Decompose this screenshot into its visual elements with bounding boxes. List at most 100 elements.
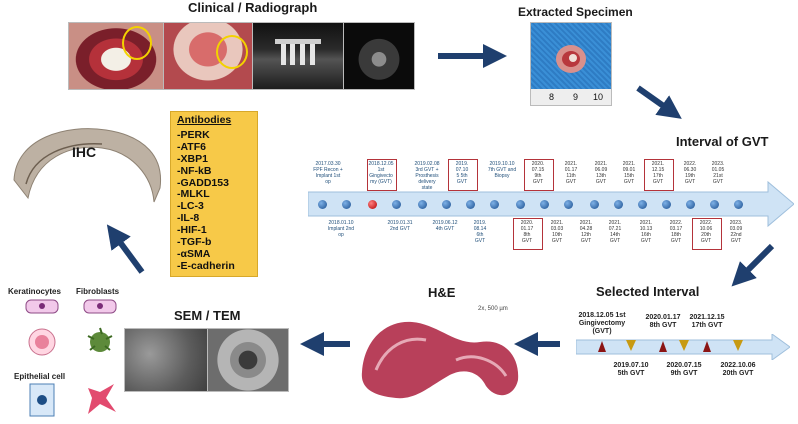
timeline-marker [662,200,671,209]
sem-image [124,328,208,392]
timeline-bottom-event-label: 2023. 03.09 22nd GVT [729,220,743,244]
timeline-marker [318,200,327,209]
timeline-top-event-label: 2019.10.10 7th GVT and Biopsy [487,161,517,179]
antibody-item: -αSMA [177,247,211,260]
clinical-radiograph-title: Clinical / Radiograph [188,0,318,15]
timeline-top-event-label: 2021. 01.17 11th GVT [564,161,578,185]
antibodies-heading: Antibodies [177,114,232,126]
tem-image [207,328,289,392]
timeline-marker [368,200,377,209]
fibroblast-spiky-cell-icon [87,327,113,352]
he-tissue-image [361,321,519,399]
fibroblasts-label: Fibroblasts [76,287,120,296]
timeline-top-event-highlight-box [367,159,397,191]
timeline-marker [614,200,623,209]
antibody-item: -ATF6 [177,140,206,153]
fibroblast-cell-icon [83,299,117,314]
timeline-top-event-label: 2021. 06.09 13th GVT [594,161,608,185]
timeline-bottom-event-highlight-box [513,218,543,250]
gvt-timeline-arrow [308,180,794,228]
antibody-item: -TGF-b [177,236,212,249]
selected-bottom-marker [679,340,689,351]
timeline-top-event-highlight-box [644,159,674,191]
lesion-circle-palate [216,35,248,69]
selected-bottom-marker [733,340,743,351]
epithelial-cell-icon [29,383,55,417]
timeline-marker [418,200,427,209]
ihc-title: IHC [72,144,97,160]
ihc-tissue-image [13,128,162,203]
timeline-bottom-event-label: 2019.06.12 4th GVT [432,220,458,232]
timeline-bottom-event-label: 2020. 01.17 8th GVT [520,220,534,244]
antibody-item: -IL-8 [177,212,200,225]
timeline-marker [466,200,475,209]
timeline-marker [686,200,695,209]
timeline-marker [590,200,599,209]
extracted-specimen-title: Extracted Specimen [518,5,633,19]
timeline-marker [442,200,451,209]
timeline-top-event-highlight-box [448,159,478,191]
selected-top-event-label: 2018.12.05 1st Gingivectomy (GVT) [578,312,626,335]
lesion-circle-front [122,26,152,60]
selected-top-marker [598,341,606,352]
timeline-marker [342,200,351,209]
timeline-marker [392,200,401,209]
selected-top-event-label: 2020.01.17 8th GVT [645,314,681,329]
timeline-top-event-label: 2021. 12.15 17th GVT [651,161,665,185]
timeline-bottom-event-highlight-box [692,218,722,250]
timeline-top-event-label: 2018.12.05 1st Gingivecto my (GVT) [368,161,394,185]
timeline-bottom-event-label: 2021. 03.03 10th GVT [550,220,564,244]
timeline-top-event-label: 2020. 07.15 9th GVT [531,161,545,185]
antibody-item: -NF-kB [177,164,212,177]
arrow-semtem-to-ihc [106,224,145,274]
selected-top-event-label: 2021.12.15 17th GVT [689,314,725,329]
timeline-bottom-event-label: 2018.01.10 Implant 2nd op [327,220,355,238]
timeline-marker [734,200,743,209]
timeline-top-event-label: 2019. 07.10 5 5th GVT [455,161,469,185]
arrow-specimen-to-interval [636,85,682,119]
timeline-bottom-event-label: 2022. 03.17 18th GVT [669,220,683,244]
antibody-item: -HIF-1 [177,224,207,237]
selected-bottom-marker [626,340,636,351]
cell-illustrations [25,299,117,417]
timeline-top-event-label: 2022. 06.30 19th GVT [683,161,697,185]
timeline-bottom-event-label: 2019. 08.14 6th GVT [473,220,487,244]
specimen-tissue-graphic [556,45,586,73]
antibody-item: -LC-3 [177,200,204,213]
antibody-item: -PERK [177,128,210,141]
fibroblast-star-cell-icon [88,384,116,414]
ruler-tick-8: 8 [549,92,555,102]
timeline-marker [638,200,647,209]
timeline-top-event-highlight-box [524,159,554,191]
timeline-marker [490,200,499,209]
timeline-marker [710,200,719,209]
timeline-marker [540,200,549,209]
antibodies-panel: Antibodies -PERK -ATF6 -XBP1 -NF-kB -GAD… [170,111,258,277]
selected-bottom-event-label: 2020.07.15 9th GVT [666,362,702,377]
specimen-ruler: 8 9 10 [531,89,611,105]
selected-top-marker [703,341,711,352]
antibody-item: -GADD153 [177,176,229,189]
he-scale-label: 2x, 500 µm [478,306,508,312]
antibody-item: -E-cadherin [177,259,235,272]
antibody-item: -MLKL [177,188,210,201]
timeline-bottom-event-label: 2019.01.31 2nd GVT [387,220,413,232]
interval-of-gvt-title: Interval of GVT [676,134,769,149]
timeline-top-event-label: 2017.03.30 FPF Recon + Implant 1st op [313,161,343,185]
timeline-top-event-label: 2023. 01.05 21st GVT [711,161,725,185]
timeline-bottom-event-label: 2022. 10.06 20th GVT [699,220,713,244]
selected-interval-title: Selected Interval [596,284,700,299]
timeline-marker [516,200,525,209]
timeline-marker [564,200,573,209]
antibody-item: -XBP1 [177,152,208,165]
sem-tem-title: SEM / TEM [174,308,241,323]
timeline-top-event-label: 2021. 09.01 15th GVT [622,161,636,185]
keratinocytes-label: Keratinocytes [8,287,61,296]
timeline-bottom-event-label: 2021. 04.28 12th GVT [579,220,593,244]
timeline-top-event-label: 2019.02.08 3rd GVT + Prosthesis delivery… [414,161,440,191]
ruler-tick-9: 9 [573,92,579,102]
he-title: H&E [428,285,456,300]
epithelial-cell-label: Epithelial cell [14,372,66,381]
timeline-bottom-event-label: 2021. 07.21 14th GVT [608,220,622,244]
